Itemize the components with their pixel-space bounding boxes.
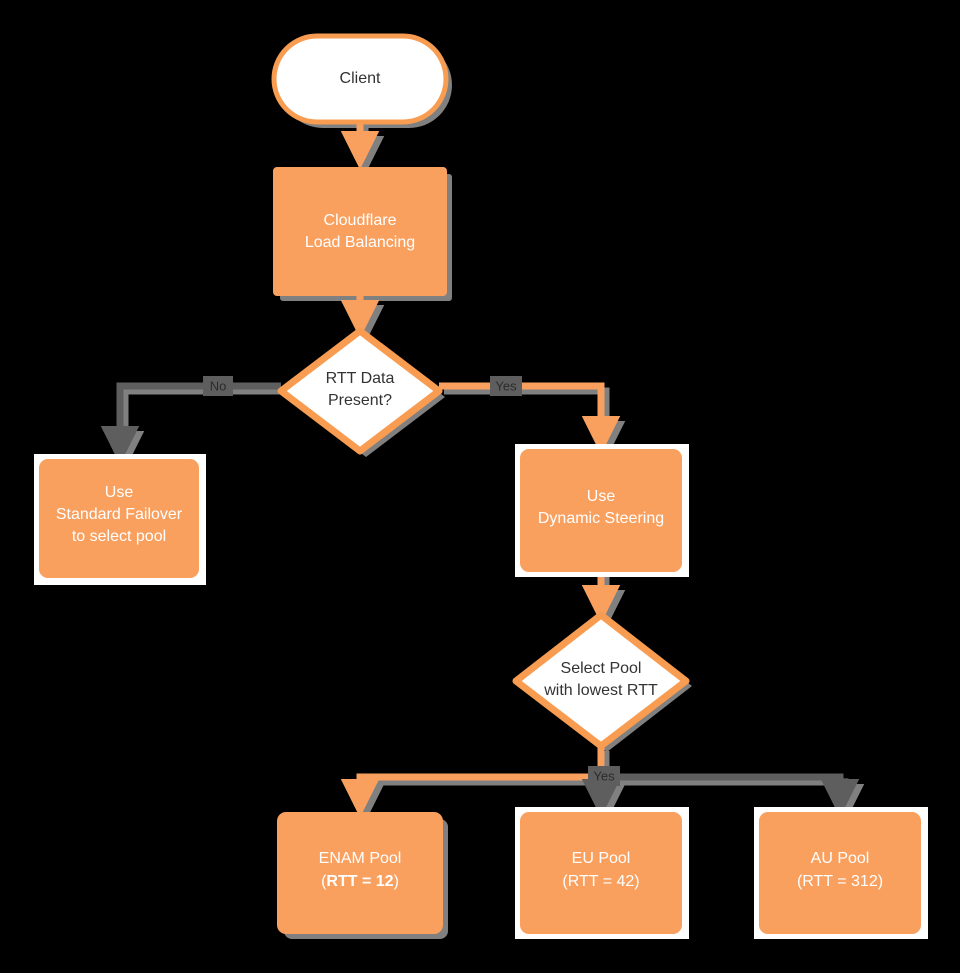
edge-shadow-layer: [105, 127, 865, 823]
node-standard-failover-shape[interactable]: [39, 459, 199, 578]
node-enam-pool[interactable]: ENAM Pool (RTT = 12): [277, 812, 443, 934]
node-clb-label-line2: Load Balancing: [305, 234, 415, 251]
edge-label-no: No: [210, 378, 227, 393]
edge-label-layer: No Yes Yes: [203, 376, 620, 786]
edge-shadow-select-enam: [345, 751, 610, 823]
node-enam-pool-shape[interactable]: [277, 812, 443, 934]
node-enam-pool-label-line1: ENAM Pool: [319, 850, 402, 867]
edge-label-bg-yes: [490, 376, 522, 396]
node-enam-pool-label-line2: (RTT = 12): [321, 873, 399, 890]
node-dynamic-steering-label-line2: Dynamic Steering: [538, 510, 664, 527]
node-eu-pool-label-line1: EU Pool: [572, 850, 631, 867]
node-rtt-present-label-line1: RTT Data: [326, 370, 395, 387]
edge-decision-to-failover: [100, 382, 281, 465]
node-cloudflare-load-balancing[interactable]: Cloudflare Load Balancing: [273, 167, 447, 296]
node-standard-failover[interactable]: Use Standard Failover to select pool: [34, 454, 206, 585]
edge-shadow-decision-steering: [444, 387, 626, 460]
node-client[interactable]: Client: [271, 33, 449, 125]
node-eu-pool-shape[interactable]: [520, 812, 682, 934]
edge-select-to-enam: [340, 746, 605, 818]
edge-label-yes-pool: Yes: [593, 768, 615, 783]
node-au-pool-shape[interactable]: [759, 812, 921, 934]
node-client-label: Client: [340, 70, 381, 87]
edge-layer: [100, 122, 860, 818]
node-standard-failover-label-line2: Standard Failover: [56, 506, 183, 523]
node-standard-failover-label-line3: to select pool: [72, 528, 166, 545]
node-au-pool-label-line2: (RTT = 312): [797, 873, 883, 890]
node-select-pool-shape[interactable]: [512, 611, 690, 750]
node-select-pool-label-line1: Select Pool: [561, 660, 642, 677]
node-dynamic-steering-label-line1: Use: [587, 488, 616, 505]
node-client-shape[interactable]: [271, 33, 449, 125]
node-clb-label-line1: Cloudflare: [324, 212, 397, 229]
node-dynamic-steering[interactable]: Use Dynamic Steering: [515, 444, 689, 577]
node-au-pool-label-line1: AU Pool: [811, 850, 870, 867]
node-rtt-present-shape[interactable]: [277, 327, 443, 455]
node-rtt-data-present[interactable]: RTT Data Present?: [277, 327, 443, 455]
edge-shadow-select-au: [606, 778, 865, 823]
edge-select-to-au: [601, 773, 860, 818]
enam-paren-close: ): [394, 873, 399, 890]
node-select-pool[interactable]: Select Pool with lowest RTT: [512, 611, 690, 750]
enam-rtt-value: RTT = 12: [326, 873, 393, 890]
node-au-pool[interactable]: AU Pool (RTT = 312): [754, 807, 928, 939]
edge-label-bg-yes-pool: [588, 766, 620, 786]
node-select-pool-label-line2: with lowest RTT: [543, 682, 658, 699]
edge-shadow-decision-failover: [105, 387, 286, 470]
enam-paren-open: (: [321, 873, 327, 890]
node-dynamic-steering-shape[interactable]: [520, 449, 682, 572]
node-rtt-present-label-line2: Present?: [328, 392, 392, 409]
node-eu-pool-label-line2: (RTT = 42): [562, 873, 639, 890]
node-standard-failover-label-line1: Use: [105, 484, 134, 501]
edge-label-bg-no: [203, 376, 233, 396]
edge-label-yes: Yes: [495, 378, 517, 393]
node-eu-pool[interactable]: EU Pool (RTT = 42): [515, 807, 689, 939]
node-clb-shape[interactable]: [273, 167, 447, 296]
